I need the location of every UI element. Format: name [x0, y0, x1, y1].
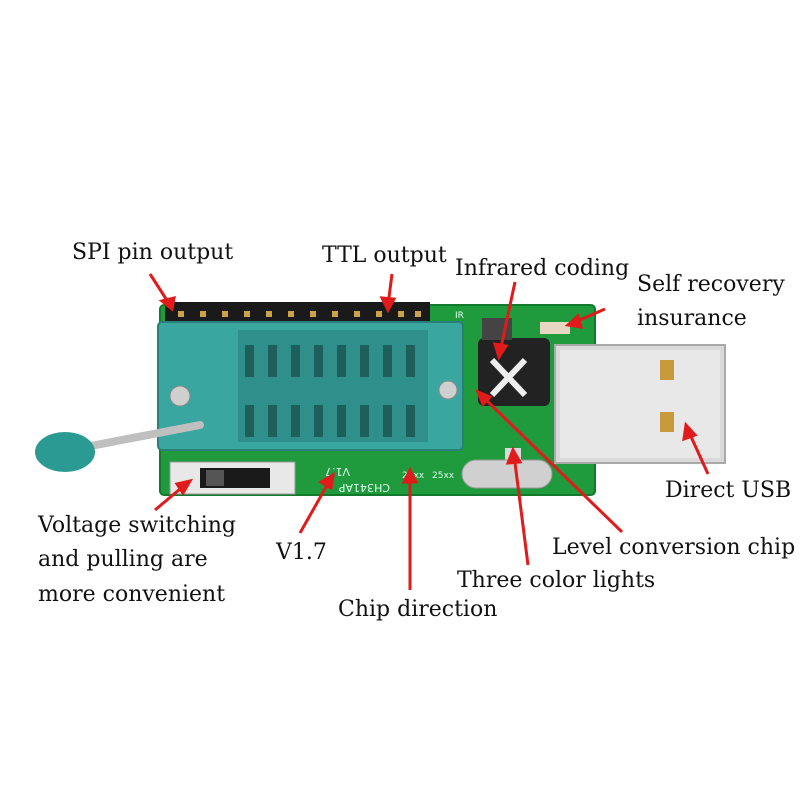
label-chip-direction: Chip direction: [338, 597, 498, 622]
arrow-version: [298, 472, 335, 534]
arrow-self-recovery: [564, 307, 606, 329]
zif-socket: [157, 321, 464, 451]
silk-ir: IR: [455, 311, 464, 321]
arrow-chip-direction: [401, 466, 419, 590]
level-conversion-chip: [478, 338, 550, 406]
voltage-switch: [169, 461, 296, 495]
label-ttl-output: TTL output: [322, 243, 447, 268]
label-self-recovery: Self recovery insurance: [637, 272, 785, 333]
arrow-voltage: [154, 478, 194, 512]
arrow-three-color: [505, 446, 530, 566]
label-version: V1.7: [276, 540, 327, 565]
label-self-recovery-line2: insurance: [637, 306, 747, 332]
silk-model: CH341AP: [339, 481, 390, 494]
crystal-oscillator: [461, 459, 553, 489]
arrow-level-conversion: [475, 389, 624, 534]
label-voltage-switching: Voltage switching and pulling are more c…: [38, 513, 236, 608]
label-voltage-line3: more convenient: [38, 581, 226, 607]
label-direct-usb: Direct USB: [665, 478, 792, 503]
label-infrared-coding: Infrared coding: [455, 256, 630, 281]
label-self-recovery-line1: Self recovery: [637, 272, 785, 297]
label-level-conversion-chip: Level conversion chip: [552, 535, 796, 560]
arrow-ttl: [379, 273, 397, 314]
zif-lever: [35, 421, 204, 472]
arrow-infrared: [492, 281, 517, 361]
arrow-spi: [148, 273, 176, 312]
label-voltage-line2: and pulling are: [38, 547, 208, 573]
arrow-direct-usb: [682, 421, 710, 475]
label-three-color-lights: Three color lights: [457, 568, 656, 593]
silk-25xx: 25xx: [432, 471, 455, 481]
label-spi-pin-output: SPI pin output: [72, 240, 234, 265]
usb-plug: [554, 344, 726, 464]
socket-screw-icon: [169, 385, 191, 407]
label-voltage-line1: Voltage switching: [38, 513, 236, 538]
